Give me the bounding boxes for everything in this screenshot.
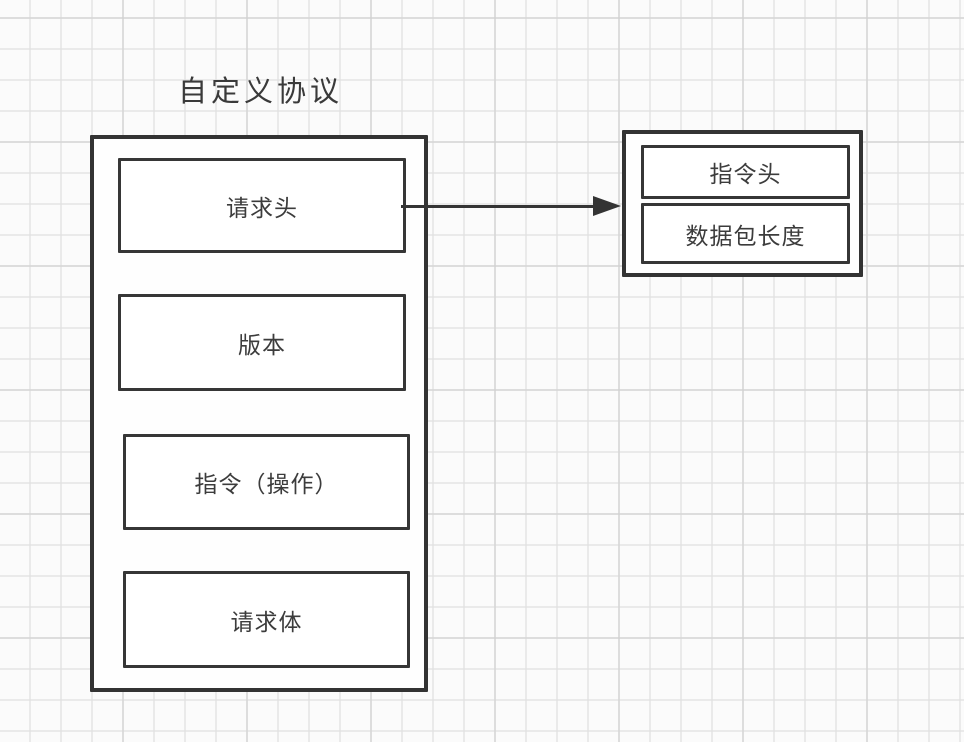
arrow-line — [401, 205, 597, 208]
box-request-header[interactable]: 请求头 — [118, 158, 406, 253]
header-detail-container[interactable]: 指令头 数据包长度 — [622, 130, 863, 277]
box-request-header-label: 请求头 — [226, 194, 298, 221]
protocol-stack-container[interactable]: 请求头 版本 指令（操作） 请求体 — [90, 135, 428, 692]
box-request-body[interactable]: 请求体 — [123, 571, 410, 668]
box-version[interactable]: 版本 — [118, 294, 406, 391]
box-command-operation-label: 指令（操作） — [194, 471, 339, 497]
diagram-title: 自定义协议 — [178, 76, 344, 108]
box-version-label: 版本 — [238, 331, 286, 358]
box-packet-length-label: 数据包长度 — [685, 222, 806, 249]
box-packet-length[interactable]: 数据包长度 — [641, 203, 850, 264]
box-command-header[interactable]: 指令头 — [641, 145, 850, 199]
arrow-head-icon — [593, 196, 621, 216]
box-command-header-label: 指令头 — [709, 161, 782, 187]
box-command-operation[interactable]: 指令（操作） — [123, 434, 410, 530]
box-request-body-label: 请求体 — [230, 608, 303, 635]
arrow-connector[interactable] — [401, 186, 623, 226]
